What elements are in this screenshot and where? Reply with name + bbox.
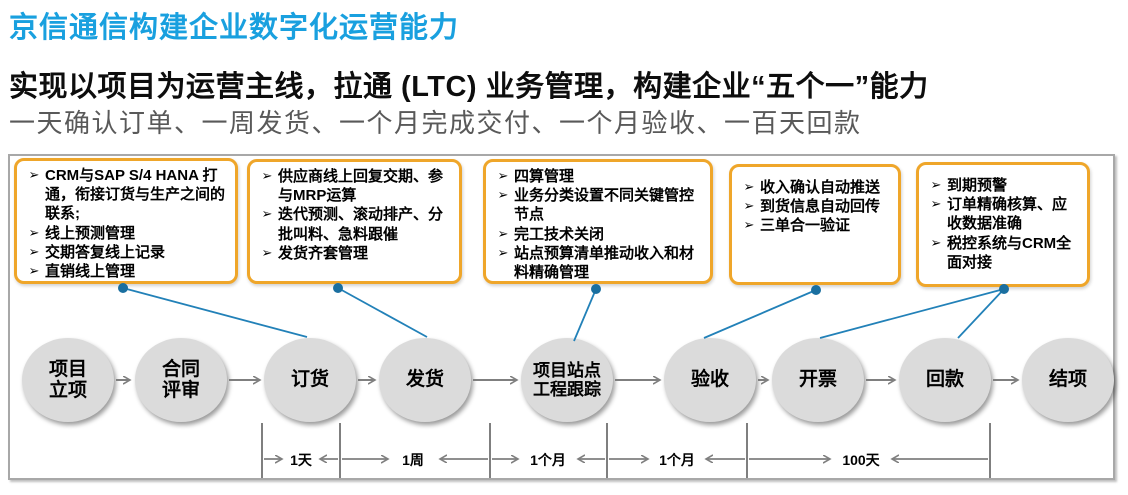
duration-label: 1天	[290, 452, 312, 468]
callout-item: 发货齐套管理	[278, 244, 369, 262]
bullet-arrow-icon: ➢	[497, 244, 509, 260]
callout-item: 完工技术关闭	[514, 225, 605, 243]
bullet-arrow-icon: ➢	[743, 179, 755, 194]
callout-revenue-automation: ➢ 收入确认自动推送 ➢ 到货信息自动回传 ➢ 三单合一验证	[729, 164, 901, 285]
bullet-arrow-icon: ➢	[261, 244, 273, 260]
callout-item: CRM与SAP S/4 HANA 打通，衔接订货与生产之间的联系;	[45, 167, 226, 223]
callout-item: 站点预算清单推动收入和材料精确管理	[514, 244, 695, 281]
callout-item: 三单合一验证	[760, 217, 851, 235]
page-title: 京信通信构建企业数字化运营能力	[9, 12, 460, 44]
callout-item: 到期预警	[947, 177, 1008, 194]
bullet-arrow-icon: ➢	[28, 262, 40, 278]
callout-item: 迭代预测、滚动排产、分批叫料、急料跟催	[278, 206, 444, 243]
callout-item: 到货信息自动回传	[760, 198, 881, 216]
stage-ordering: 订货	[264, 338, 356, 422]
callout-item: 四算管理	[514, 168, 575, 185]
callout-item: 收入确认自动推送	[760, 179, 881, 196]
stage-invoicing: 开票	[772, 338, 864, 422]
bullet-arrow-icon: ➢	[930, 177, 942, 192]
duration-label: 1个月	[530, 452, 566, 468]
callout-finance-accuracy: ➢ 到期预警 ➢ 订单精确核算、应收数据准确 ➢ 税控系统与CRM全面对接	[916, 162, 1090, 287]
callout-item: 线上预测管理	[45, 224, 136, 242]
bullet-arrow-icon: ➢	[28, 167, 40, 182]
callout-item: 业务分类设置不同关键管控节点	[514, 187, 695, 224]
bullet-arrow-icon: ➢	[497, 168, 509, 183]
callout-supplier-collaboration: ➢供应商线上回复交期、参与MRP运算 ➢迭代预测、滚动排产、分批叫料、急料跟催 …	[247, 159, 462, 284]
subline: 一天确认订单、一周发货、一个月完成交付、一个月验收、一百天回款	[9, 108, 862, 138]
callout-project-control: ➢ 四算管理 ➢ 业务分类设置不同关键管控节点 ➢ 完工技术关闭 ➢ 站点预算清单推动收…	[483, 159, 713, 284]
bullet-arrow-icon: ➢	[28, 243, 40, 259]
callout-crm-integration: ➢ CRM与SAP S/4 HANA 打通，衔接订货与生产之间的联系; ➢ 线上预测…	[14, 158, 238, 284]
bullet-arrow-icon: ➢	[261, 206, 273, 222]
stage-site-tracking: 项目站点 工程跟踪	[521, 338, 613, 422]
bullet-arrow-icon: ➢	[28, 224, 40, 240]
stage-project-closure: 结项	[1022, 338, 1114, 422]
duration-label: 1周	[402, 452, 424, 468]
bullet-arrow-icon: ➢	[930, 196, 942, 212]
callout-item: 直销线上管理	[45, 262, 136, 280]
callout-item: 税控系统与CRM全面对接	[947, 234, 1072, 271]
stage-contract-review: 合同 评审	[135, 338, 227, 422]
stage-project-initiation: 项目 立项	[22, 338, 114, 422]
duration-label: 100天	[842, 452, 880, 468]
bullet-arrow-icon: ➢	[261, 168, 273, 183]
callout-item: 订单精确核算、应收数据准确	[947, 196, 1068, 233]
stage-shipping: 发货	[379, 338, 471, 422]
bullet-arrow-icon: ➢	[497, 187, 509, 203]
callout-item: 供应商线上回复交期、参与MRP运算	[278, 168, 444, 205]
bullet-arrow-icon: ➢	[930, 234, 942, 250]
bullet-arrow-icon: ➢	[743, 198, 755, 214]
duration-label: 1个月	[659, 452, 695, 468]
headline: 实现以项目为运营主线，拉通 (LTC) 业务管理，构建企业“五个一”能力	[9, 71, 929, 103]
callout-item: 交期答复线上记录	[45, 243, 166, 261]
stage-acceptance: 验收	[664, 338, 756, 422]
bullet-arrow-icon: ➢	[497, 225, 509, 241]
stage-payment-collection: 回款	[899, 338, 991, 422]
bullet-arrow-icon: ➢	[743, 217, 755, 233]
